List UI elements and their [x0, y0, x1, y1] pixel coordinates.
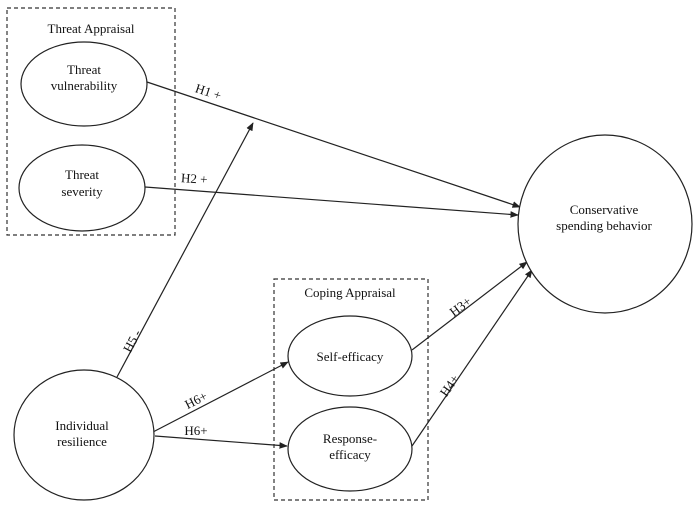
- edge-h6-response-efficacy: [154, 435, 288, 449]
- coping-appraisal-title: Coping Appraisal: [304, 285, 396, 300]
- node-threat-vulnerability: Threat vulnerability: [20, 41, 148, 127]
- node-conservative-spending: Conservative spending behavior: [517, 134, 693, 314]
- self-efficacy-label: Self-efficacy: [317, 349, 384, 364]
- edge-label-h6-response-efficacy: H6+: [184, 423, 207, 438]
- threat-severity-ellipse: [18, 144, 146, 232]
- threat-vulnerability-ellipse: [20, 41, 148, 127]
- threat-appraisal-group: Threat Appraisal: [6, 7, 176, 236]
- edge-label-h4: H4+: [437, 372, 463, 400]
- node-self-efficacy: Self-efficacy: [287, 315, 413, 397]
- conservative-spending-label-line1: Conservative: [570, 202, 639, 217]
- node-response-efficacy: Response- efficacy: [287, 406, 413, 492]
- threat-vulnerability-label-line1: Threat: [67, 62, 101, 77]
- node-threat-severity: Threat severity: [18, 144, 146, 232]
- edge-h6-self-efficacy: [152, 361, 289, 433]
- conservative-spending-label-line2: spending behavior: [556, 218, 652, 233]
- threat-severity-label-line1: Threat: [65, 167, 99, 182]
- edge-h5: [116, 122, 254, 378]
- edge-h3: [411, 261, 528, 351]
- individual-resilience-label-line1: Individual: [55, 418, 109, 433]
- edge-h4: [411, 269, 533, 447]
- self-efficacy-ellipse: [287, 315, 413, 397]
- threat-appraisal-box: [6, 7, 176, 236]
- edge-label-h5: H5 -: [120, 327, 144, 355]
- individual-resilience-label-line2: resilience: [57, 434, 107, 449]
- response-efficacy-label-line2: efficacy: [329, 447, 371, 462]
- response-efficacy-ellipse: [287, 406, 413, 492]
- edge-h1: [146, 81, 521, 208]
- threat-vulnerability-label-line2: vulnerability: [51, 78, 118, 93]
- edge-label-h3: H3+: [447, 293, 475, 319]
- edge-label-h2: H2 +: [181, 170, 208, 187]
- threat-severity-label-line2: severity: [61, 184, 103, 199]
- node-individual-resilience: Individual resilience: [13, 369, 155, 501]
- edges: [116, 81, 533, 449]
- conservative-spending-circle: [517, 134, 693, 314]
- edge-labels: H1 + H2 + H3+ H4+ H5 - H6+ H6+: [120, 80, 474, 438]
- edge-label-h6-self-efficacy: H6+: [182, 388, 210, 412]
- edge-h2: [144, 186, 519, 218]
- coping-appraisal-box: [273, 278, 429, 501]
- threat-appraisal-title: Threat Appraisal: [48, 21, 135, 36]
- coping-appraisal-group: Coping Appraisal: [273, 278, 429, 501]
- response-efficacy-label-line1: Response-: [323, 431, 377, 446]
- individual-resilience-circle: [13, 369, 155, 501]
